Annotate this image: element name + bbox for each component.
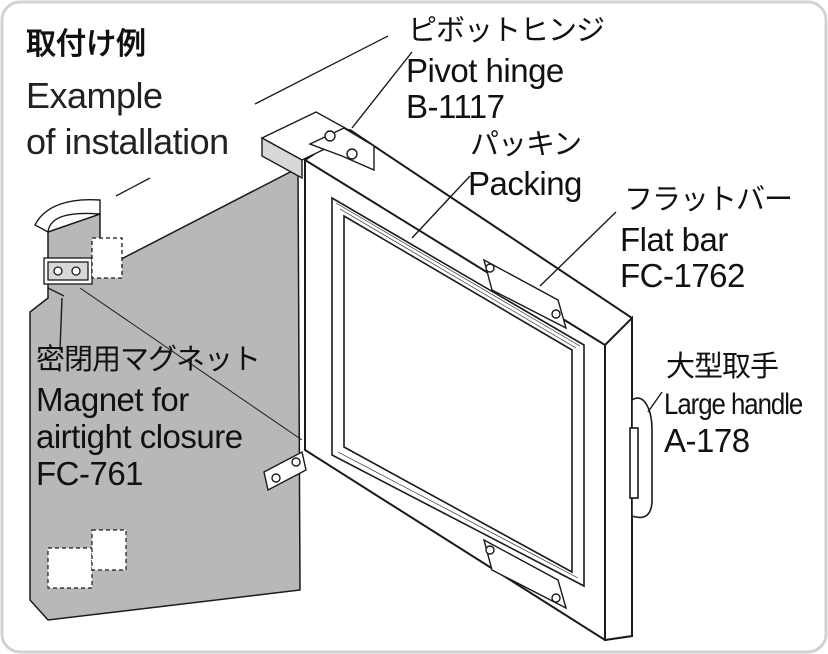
large-handle-code: A-178: [664, 422, 750, 459]
flat-bar-code: FC-1762: [620, 257, 745, 294]
flat-bar-top: [482, 258, 568, 330]
packing-label-jp: パッキン: [470, 127, 582, 161]
pivot-hinge-code: B-1117: [406, 88, 505, 125]
packing-inner: [343, 214, 573, 574]
packing-hatch: [335, 202, 581, 579]
flat-bar-label-jp: フラットバー: [624, 182, 793, 216]
title-english-line1: Example: [26, 75, 163, 116]
cabinet-top-edges: [115, 35, 389, 197]
magnet-top: [43, 237, 123, 297]
pivot-hinge-bottom: [263, 450, 307, 492]
title-japanese: 取付け例: [26, 28, 146, 61]
large-handle-label-jp: 大型取手: [666, 349, 779, 383]
magnet-label-en-line1: Magnet for: [36, 381, 189, 418]
flat-bar-label-en: Flat bar: [620, 221, 728, 258]
pivot-hinge-label-en: Pivot hinge: [406, 52, 564, 89]
packing-label-en: Packing: [468, 165, 582, 202]
magnet-label-jp: 密閉用マグネット: [36, 342, 261, 376]
large-handle: [629, 397, 653, 519]
leader-lines: [59, 51, 663, 413]
door-side: [604, 315, 633, 642]
magnet-label-en-line2: airtight closure: [36, 418, 243, 455]
flat-bar-bottom: [482, 538, 568, 610]
magnet-code: FC-761: [36, 455, 144, 492]
pivot-hinge: [260, 111, 375, 180]
panel-ref-line: [79, 287, 303, 441]
title-english-line2: of installation: [26, 121, 229, 162]
large-handle-label-en: Large handle: [664, 388, 803, 421]
pivot-hinge-label-jp: ピボットヒンジ: [408, 13, 605, 47]
panel-top-cut: [34, 198, 101, 234]
magnet-bottom: [47, 529, 127, 589]
